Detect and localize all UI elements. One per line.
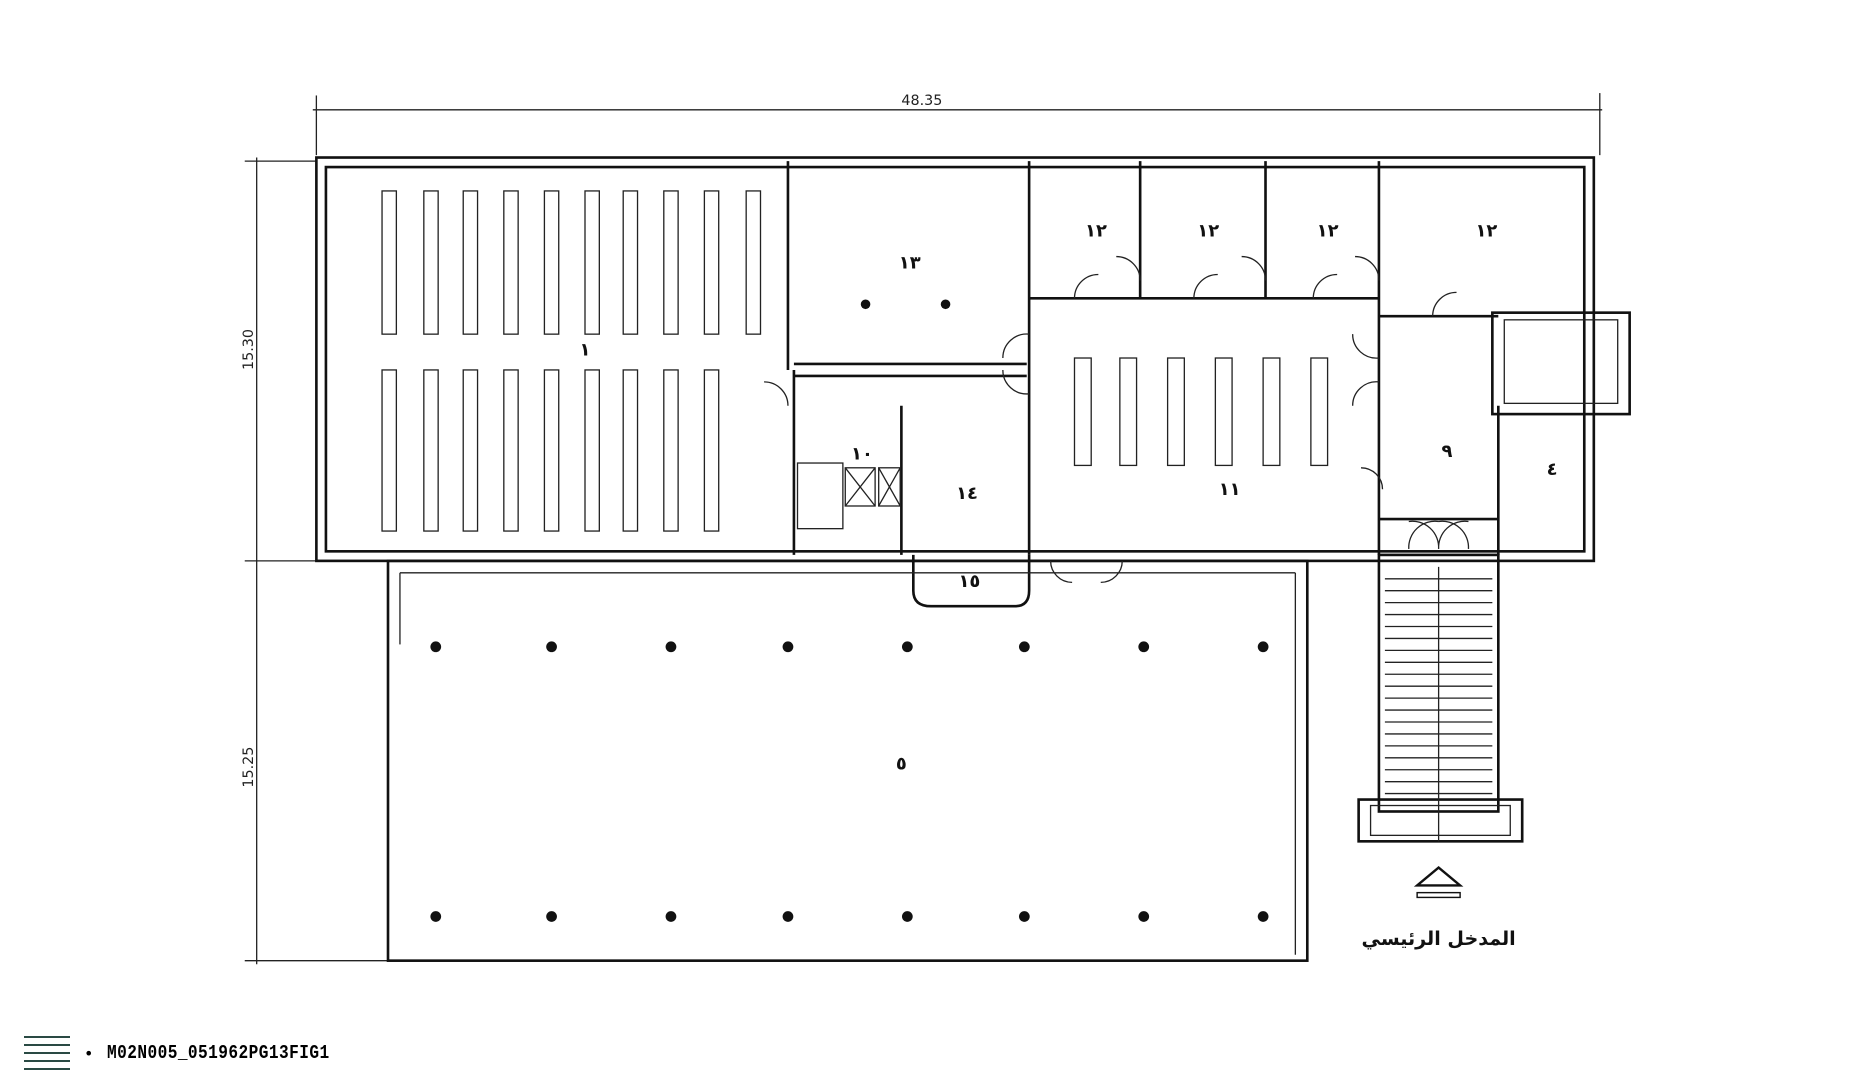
column	[901, 911, 913, 922]
shelf	[543, 190, 560, 335]
shelf	[745, 190, 762, 335]
shelf	[584, 190, 600, 335]
room-label-12: ١٢	[1475, 220, 1497, 241]
room-label-13: ١٣	[899, 253, 921, 274]
room-label-14: ١٤	[956, 483, 978, 504]
entrance-arrow-icon	[1413, 866, 1464, 899]
dimension-depth-upper: 15.30	[241, 329, 257, 370]
main-entrance-label: المدخل الرئيسي	[1362, 927, 1516, 950]
column	[1138, 911, 1150, 922]
column	[546, 911, 557, 922]
dimension-depth-lower: 15.25	[241, 747, 257, 788]
shelf	[584, 369, 600, 532]
shelf	[622, 190, 639, 335]
shelf	[622, 369, 639, 532]
shelf	[381, 190, 398, 335]
shelf	[663, 190, 679, 335]
column	[1018, 641, 1030, 653]
shelf	[1262, 357, 1281, 467]
shelf	[503, 369, 519, 532]
building-walls	[315, 156, 1631, 608]
shelf	[423, 190, 439, 335]
shelf	[462, 369, 479, 532]
column	[782, 641, 794, 653]
room-label-4: ٤	[1547, 459, 1558, 480]
shelf	[1073, 357, 1092, 467]
shelf	[663, 369, 679, 532]
room-label-9: ٩	[1442, 441, 1453, 462]
column	[430, 911, 442, 922]
internal-stair	[796, 319, 1619, 530]
room-label-11: ١١	[1219, 479, 1241, 500]
shelf	[381, 369, 398, 532]
shelf	[423, 369, 439, 532]
terrace-columns	[430, 299, 1269, 922]
dimension-width: 48.35	[901, 93, 942, 109]
room-label-5: ٥	[896, 754, 907, 775]
shelf	[543, 369, 560, 532]
column	[860, 299, 871, 310]
library-shelves	[381, 190, 1329, 532]
column	[782, 911, 794, 922]
room-label-12: ١٢	[1085, 220, 1107, 241]
shelf	[1119, 357, 1138, 467]
room-label-1: ١	[580, 340, 591, 361]
bullet: •	[84, 1043, 94, 1063]
shelf	[1310, 357, 1329, 467]
archive-logo	[24, 1036, 70, 1070]
column	[546, 641, 557, 653]
shelf	[1166, 357, 1185, 467]
room-label-10: ١٠	[851, 443, 873, 464]
shelf	[703, 190, 720, 335]
column	[665, 911, 677, 922]
shelf	[462, 190, 479, 335]
entrance-stair	[1357, 553, 1524, 843]
footer: • M02N005_051962PG13FIG1	[24, 1036, 369, 1070]
shelf	[503, 190, 519, 335]
shelf	[703, 369, 720, 532]
column	[665, 641, 677, 653]
room-label-12: ١٢	[1317, 220, 1339, 241]
column	[901, 641, 913, 653]
shelf	[1214, 357, 1233, 467]
room-label-15: ١٥	[959, 571, 981, 592]
column	[430, 641, 442, 653]
room-label-12: ١٢	[1197, 220, 1219, 241]
dimension-lines	[244, 93, 1603, 965]
figure-code: M02N005_051962PG13FIG1	[107, 1042, 331, 1064]
column	[940, 299, 951, 310]
entrance-doors	[764, 255, 1470, 584]
terrace	[386, 559, 1309, 962]
column	[1018, 911, 1030, 922]
column	[1257, 641, 1269, 653]
column	[1257, 911, 1269, 922]
column	[1138, 641, 1150, 653]
